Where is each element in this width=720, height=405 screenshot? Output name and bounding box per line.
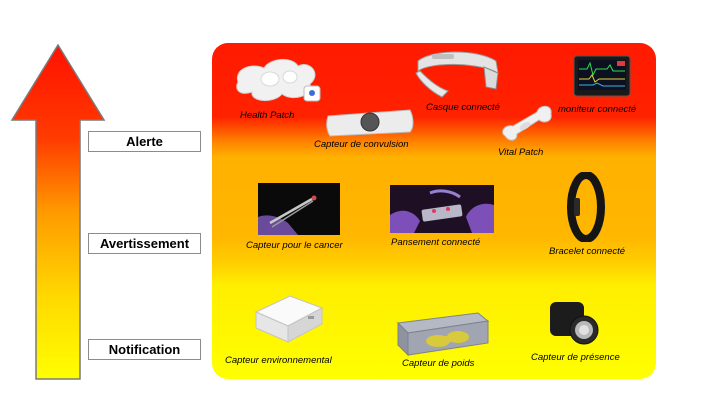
cancer-sensor-tweezers-icon	[258, 183, 340, 235]
label-cancer: Capteur pour le cancer	[246, 240, 343, 251]
smart-bandage-icon	[390, 185, 494, 233]
label-convulsion: Capteur de convulsion	[314, 139, 409, 150]
environment-sensor-icon	[254, 295, 324, 343]
label-environnemental: Capteur environnemental	[225, 355, 332, 366]
seizure-sensor-icon	[326, 109, 414, 137]
severity-arrow-icon	[10, 44, 106, 380]
label-moniteur: moniteur connecté	[558, 104, 637, 115]
load-cell-icon	[396, 312, 490, 357]
wristband-icon	[567, 172, 605, 242]
label-casque: Casque connecté	[426, 102, 500, 113]
label-presence: Capteur de présence	[531, 352, 620, 363]
level-label-notification: Notification	[88, 339, 201, 360]
vital-patch-icon	[502, 105, 552, 141]
label-bracelet: Bracelet connecté	[549, 246, 626, 257]
monitor-icon	[573, 55, 631, 97]
level-label-alerte: Alerte	[88, 131, 201, 152]
level-label-avertissement: Avertissement	[88, 233, 201, 254]
health-patch-icon	[236, 59, 321, 102]
label-vital-patch: Vital Patch	[498, 147, 544, 158]
label-pansement: Pansement connecté	[391, 237, 481, 248]
headset-icon	[415, 51, 499, 98]
label-poids: Capteur de poids	[402, 358, 475, 369]
presence-sensor-icon	[550, 302, 599, 345]
label-health-patch: Health Patch	[240, 110, 295, 121]
